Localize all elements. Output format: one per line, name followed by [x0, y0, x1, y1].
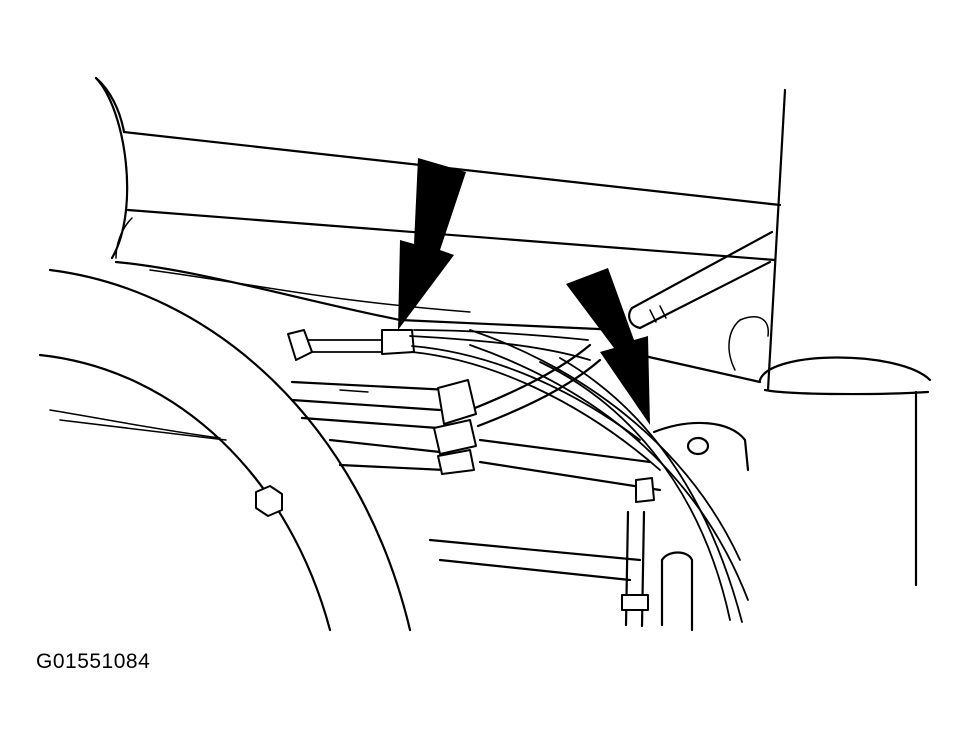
wiring-harness [287, 329, 661, 471]
right-panel [728, 88, 932, 587]
harness-connector-upper [381, 329, 415, 355]
vertical-pipe [621, 477, 694, 632]
bolt-head [255, 485, 283, 517]
callout-arrow-right [566, 268, 650, 425]
mounting-bracket [652, 421, 750, 472]
harness-clip [433, 379, 477, 475]
strut [628, 230, 774, 330]
frame-rails [290, 380, 662, 582]
cable-routing-lower [469, 329, 741, 561]
figure-id-label: G01551084 [36, 650, 151, 673]
wheel-arch [38, 268, 412, 632]
callout-arrow-left [398, 158, 466, 330]
cable-routing [468, 329, 749, 623]
